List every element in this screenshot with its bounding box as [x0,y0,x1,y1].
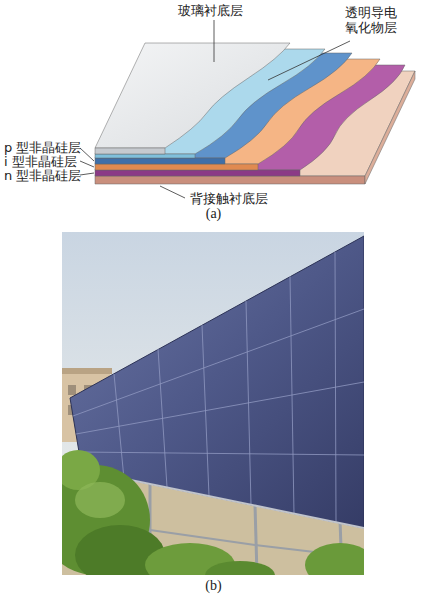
leader-line [80,173,94,175]
glass-layer-front [95,148,165,154]
part-label: 透明导电 氧化物层 [345,5,401,35]
leader-lines [80,20,350,198]
p-layer-front [95,158,225,164]
n-layer-front [95,170,300,176]
layer-label: i 型非晶硅层 [4,154,77,169]
leader-line [214,20,215,62]
bushes [62,450,364,575]
layer-label: p 型非晶硅层 [4,140,81,155]
glass-layer-top [95,43,290,148]
building-roof [62,368,112,374]
panel-caption: (b) [2,578,423,593]
leader-line [80,148,94,161]
part-label: 玻璃衬底层 [178,3,243,18]
part-label: 背接触衬底层 [190,191,268,206]
back-contact-front [95,176,365,184]
panel-caption: (a) [2,206,423,221]
tco-layer-front [95,154,195,158]
i-layer-front [95,164,258,170]
leader-line [160,186,185,198]
cell-layers [95,43,415,184]
layer-label: n 型非晶硅层 [4,168,81,183]
panel-photo [62,232,364,575]
leader-line [80,161,94,167]
leader-line [268,41,350,80]
